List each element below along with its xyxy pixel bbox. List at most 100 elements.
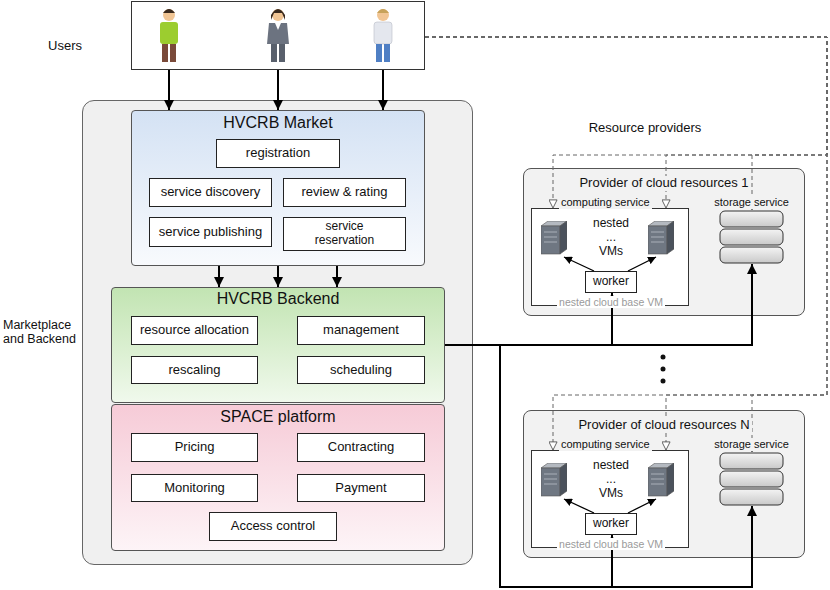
text-holder: service reservation bbox=[300, 220, 390, 248]
text-holder: storage service bbox=[712, 434, 791, 452]
flow-connector bbox=[445, 264, 752, 345]
box-caption: nested cloud base VM bbox=[557, 296, 665, 308]
drawing-part bbox=[720, 453, 783, 469]
text-holder: Access control bbox=[231, 519, 316, 534]
box-label: Monitoring bbox=[164, 481, 225, 496]
worker-arrows bbox=[564, 257, 656, 513]
box-label: service publishing bbox=[159, 225, 262, 240]
access-connector bbox=[425, 37, 827, 452]
text-holder: nested ... VMs bbox=[586, 216, 636, 259]
box-label: resource allocation bbox=[140, 323, 249, 338]
function-box: scheduling bbox=[297, 356, 425, 384]
drawing-part bbox=[720, 211, 783, 227]
drawing-part bbox=[661, 355, 666, 360]
flow-connector bbox=[336, 266, 338, 287]
group-label: Users bbox=[48, 39, 82, 54]
box-label: Payment bbox=[335, 481, 386, 496]
box-label: registration bbox=[246, 146, 310, 161]
user-figure bbox=[374, 9, 392, 62]
drawing-part bbox=[162, 44, 168, 62]
box-heading: computing service bbox=[559, 196, 652, 209]
access-connector bbox=[425, 37, 827, 208]
drawing-part bbox=[720, 471, 783, 487]
text-holder: storage service bbox=[712, 192, 791, 210]
drawing-part bbox=[170, 44, 176, 62]
drawing-part bbox=[376, 44, 382, 62]
access-connector bbox=[425, 37, 827, 450]
flow-connector bbox=[445, 345, 752, 587]
drawing-part bbox=[661, 379, 666, 384]
text-holder: worker bbox=[593, 517, 629, 531]
text-holder: nested cloud base VM bbox=[554, 292, 668, 310]
access-connector bbox=[425, 37, 827, 450]
users-box: Users bbox=[131, 1, 425, 70]
function-box: service reservation bbox=[283, 217, 406, 251]
drawing-part bbox=[564, 499, 594, 513]
drawing-part bbox=[279, 44, 285, 62]
access-connector bbox=[425, 37, 827, 210]
box-label: Access control bbox=[231, 519, 316, 534]
function-box: Access control bbox=[209, 512, 337, 541]
layer-panel: Pricing ContractingMonitoring PaymentAcces… bbox=[111, 404, 445, 551]
storage-stack: storage service bbox=[718, 210, 785, 264]
box-label: service reservation bbox=[300, 220, 390, 248]
text-holder: registration bbox=[246, 146, 310, 161]
text-holder: Contracting bbox=[328, 440, 394, 455]
compute-vm-box: workercomputing servicenested ... VMsnes… bbox=[531, 450, 689, 548]
flow-connector bbox=[168, 70, 170, 110]
drawing-part bbox=[628, 499, 656, 513]
worker-box: worker bbox=[585, 271, 637, 293]
drawing-part bbox=[377, 9, 389, 21]
text-holder: computing service bbox=[559, 192, 657, 210]
user-figure bbox=[267, 9, 289, 62]
drawing-part bbox=[374, 22, 392, 44]
drawing-part bbox=[720, 229, 783, 245]
drawing-part bbox=[564, 257, 594, 271]
box-label: management bbox=[323, 323, 399, 338]
text-holder: HVCRB Backend bbox=[112, 290, 444, 308]
box-heading: storage service bbox=[712, 438, 791, 451]
function-box: review & rating bbox=[283, 178, 406, 207]
function-box: service publishing bbox=[149, 217, 272, 247]
panel-title: HVCRB Market bbox=[223, 114, 332, 132]
nested-vm-servers bbox=[541, 221, 674, 496]
text-holder: scheduling bbox=[330, 363, 392, 378]
server-icon bbox=[648, 463, 674, 496]
layer-panel: resource allocationmanagementrescalingsc… bbox=[111, 287, 445, 403]
text-holder: Users bbox=[33, 36, 97, 54]
text-holder: worker bbox=[593, 275, 629, 289]
panel-title: HVCRB Backend bbox=[217, 290, 340, 308]
compute-vm-box: workercomputing servicenested ... VMsnes… bbox=[531, 208, 689, 306]
ellipsis-dots bbox=[661, 355, 666, 384]
text-holder: Payment bbox=[335, 481, 386, 496]
box-label: worker bbox=[593, 275, 629, 289]
worker-box: worker bbox=[585, 513, 637, 535]
drawing-part bbox=[384, 44, 390, 62]
drawing-part bbox=[275, 23, 281, 30]
text-holder: nested cloud base VM bbox=[554, 534, 668, 552]
text-holder: computing service bbox=[559, 434, 657, 452]
flow-connector bbox=[277, 266, 279, 287]
panel-title: SPACE platform bbox=[220, 408, 335, 426]
function-box: Payment bbox=[297, 474, 425, 502]
box-caption: nested cloud base VM bbox=[557, 538, 665, 550]
text-holder: HVCRB Market bbox=[132, 114, 424, 132]
drawing-part bbox=[661, 367, 666, 372]
text-holder: resource allocation bbox=[140, 323, 249, 338]
provider-panel: worker computing service nested ... VMs nes… bbox=[523, 168, 805, 316]
function-box: Pricing bbox=[131, 433, 258, 462]
function-box: registration bbox=[216, 139, 340, 168]
layer-panel: registrationservice discoveryreview & ra… bbox=[131, 110, 425, 266]
text-holder: Monitoring bbox=[164, 481, 225, 496]
box-heading: storage service bbox=[712, 196, 791, 209]
platform-group: registrationservice discoveryreview & ra… bbox=[82, 100, 473, 565]
drawing-part bbox=[163, 9, 175, 21]
flow-connector bbox=[218, 266, 220, 287]
function-box: management bbox=[297, 316, 425, 345]
server-icon bbox=[541, 463, 567, 496]
user-figures bbox=[160, 9, 392, 62]
access-connector bbox=[425, 37, 827, 208]
provider-panel: workercomputing servicenested ... VMsnes… bbox=[523, 410, 805, 558]
text-holder: Provider of cloud resources N bbox=[544, 415, 784, 433]
